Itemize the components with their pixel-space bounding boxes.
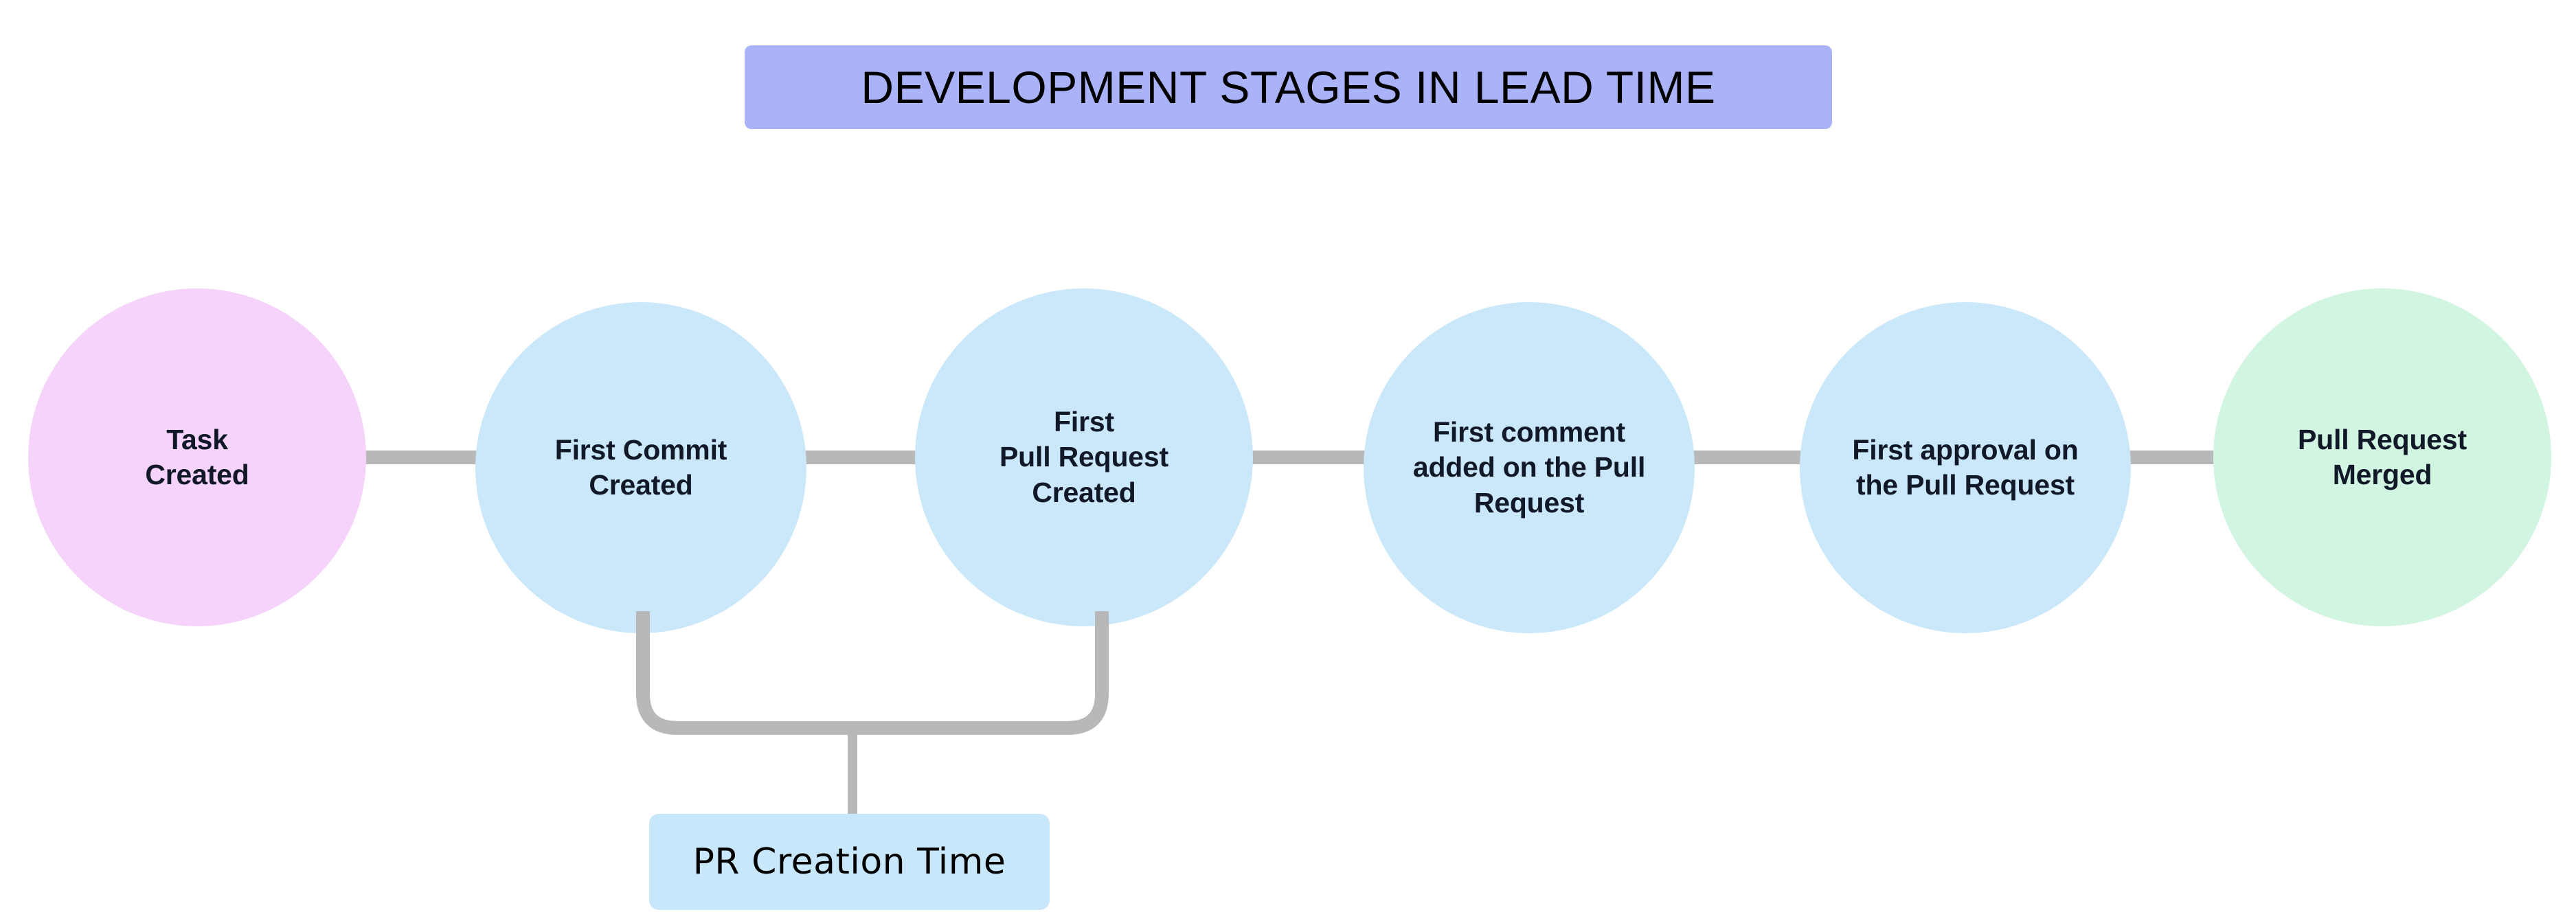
node-pull-request-merged-label: Pull Request Merged [2298, 423, 2467, 490]
node-first-approval-on-pull-request[interactable]: First approval on the Pull Request [1800, 302, 2131, 633]
node-task-created[interactable]: Task Created [28, 288, 366, 626]
node-first-comment-on-pull-request[interactable]: First comment added on the Pull Request [1364, 302, 1695, 633]
bracket-curve [636, 611, 1109, 735]
node-first-approval-on-pull-request-label: First approval on the Pull Request [1852, 433, 2079, 501]
connector-first-commit-to-first-pr [800, 451, 923, 464]
diagram-title-text: DEVELOPMENT STAGES IN LEAD TIME [861, 62, 1716, 113]
connector-first-approval-to-pr-merged [2125, 451, 2221, 464]
connector-first-comment-to-first-approval [1688, 451, 1807, 464]
node-first-commit-created-label: First Commit Created [554, 433, 727, 501]
connector-task-created-to-first-commit [359, 451, 483, 464]
node-first-pull-request-created-label: First Pull Request Created [999, 406, 1168, 508]
pr-creation-time-bracket [618, 611, 1113, 824]
node-first-pull-request-created[interactable]: First Pull Request Created [915, 288, 1253, 626]
node-first-comment-on-pull-request-label: First comment added on the Pull Request [1412, 416, 1646, 519]
diagram-title-banner: DEVELOPMENT STAGES IN LEAD TIME [745, 45, 1832, 129]
annotation-pr-creation-time-label: PR Creation Time [692, 841, 1006, 882]
node-pull-request-merged[interactable]: Pull Request Merged [2213, 288, 2551, 626]
node-first-commit-created[interactable]: First Commit Created [475, 302, 806, 633]
pr-creation-time-bracket-path [636, 611, 1109, 817]
annotation-pr-creation-time[interactable]: PR Creation Time [649, 814, 1050, 910]
node-task-created-label: Task Created [145, 423, 249, 490]
connector-first-pr-to-first-comment [1247, 451, 1370, 464]
